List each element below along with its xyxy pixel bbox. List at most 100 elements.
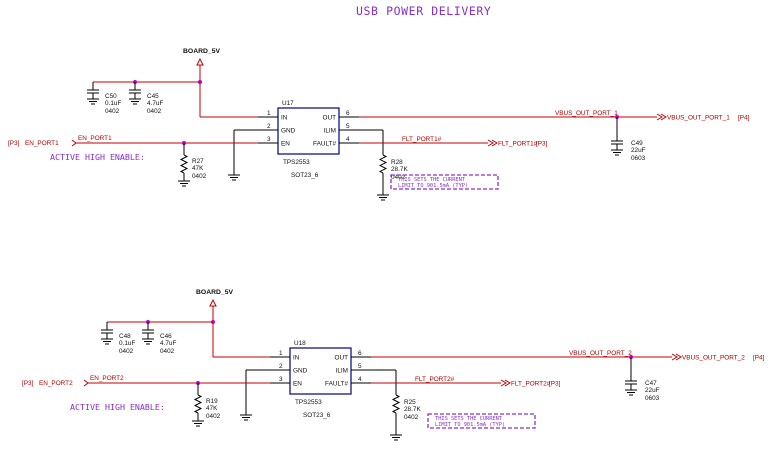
vbus-net-label: VBUS_OUT_PORT_1: [555, 110, 618, 117]
vbus-port-tag: [P4]: [738, 115, 750, 122]
current-limit-note-line-2: LIMIT TO 901.5mA (TYP): [398, 183, 468, 189]
cout-value: 22uF: [631, 147, 646, 154]
supply-arrow-icon: [209, 298, 217, 307]
rpd-zigzag: [193, 394, 203, 414]
rlim-zigzag: [378, 154, 388, 174]
pin-name-right: OUT: [323, 115, 337, 122]
rpd-package: 0402: [206, 413, 221, 420]
supply-arrow-icon: [196, 57, 204, 66]
fault-offpage-chevron-b: [491, 139, 498, 147]
fault-offpage-chevron-a: [500, 379, 507, 387]
current-limit-note-box: [390, 174, 499, 190]
power-switch-section-2: BOARD_5VC480.1uF0402C464.7uF0402U18TPS25…: [22, 289, 765, 441]
ic-body: [277, 107, 340, 155]
rlim-package: 0402: [404, 414, 419, 421]
rpd-package: 0402: [192, 173, 207, 180]
supply-label: BOARD_5V: [183, 48, 220, 55]
cout-package: 0603: [631, 155, 646, 162]
en-net-label: EN_PORT2: [90, 375, 124, 382]
cin2-package: 0402: [147, 108, 162, 115]
rlim-package: 0402: [391, 174, 406, 181]
cin1-value: 0.1uF: [119, 340, 135, 347]
current-limit-note-line-2: LIMIT TO 901.5mA (TYP): [435, 422, 505, 428]
active-high-enable-note: ACTIVE HIGH ENABLE:: [50, 152, 145, 162]
pin-name-left: GND: [293, 368, 308, 375]
fault-offpage-label: FLT_PORT1#: [498, 141, 538, 148]
ic-package: SOT23_6: [291, 172, 319, 179]
fault-offpage-chevron-b: [504, 379, 511, 387]
pin-name-right: FAULT#: [313, 141, 336, 148]
pin-number-left: 3: [279, 376, 283, 383]
ic-body: [289, 347, 352, 395]
cin2-value: 4.7uF: [160, 340, 176, 347]
fault-net-label: FLT_PORT2#: [415, 376, 455, 383]
ic-ref: U17: [282, 100, 294, 107]
pin-number-right: 5: [346, 123, 350, 130]
cin2-ref: C45: [147, 93, 159, 100]
pin-number-left: 3: [267, 136, 271, 143]
pin-name-left: GND: [281, 128, 296, 135]
vbus-offpage-chevron-a: [656, 113, 663, 121]
rlim-value: 28.7K: [404, 406, 421, 413]
current-limit-note-line-1: THIS SETS THE CURRENT: [435, 416, 503, 422]
vbus-net-label: VBUS_OUT_PORT_2: [569, 350, 632, 357]
pin-number-left: 1: [267, 110, 271, 117]
rlim-ref: R25: [404, 399, 416, 406]
pin-number-left: 1: [279, 350, 283, 357]
pin-number-right: 4: [358, 376, 362, 383]
power-switch-section-1: BOARD_5VC500.1uF0402C454.7uF0402U17TPS25…: [8, 48, 750, 201]
cin2-ref: C46: [160, 333, 172, 340]
cout-value: 22uF: [645, 387, 660, 394]
cout-ref: C47: [645, 380, 657, 387]
rpd-value: 47K: [192, 165, 204, 172]
pin-name-right: ILIM: [324, 128, 336, 135]
en-offpage-label: EN_PORT2: [39, 380, 73, 387]
page-title: USB POWER DELIVERY: [356, 4, 491, 18]
pin-name-left: EN: [293, 381, 302, 388]
cin1-package: 0402: [119, 348, 134, 355]
current-limit-note-box: [427, 413, 536, 429]
pin-name-right: FAULT#: [325, 381, 348, 388]
ic-package: SOT23_6: [303, 412, 331, 419]
fault-offpage-chevron-a: [487, 139, 494, 147]
pin-name-left: IN: [293, 355, 300, 362]
pin-number-left: 2: [267, 123, 271, 130]
cin2-package: 0402: [160, 348, 175, 355]
fault-net-label: FLT_PORT1#: [402, 136, 442, 143]
en-offpage-chevron: [83, 379, 89, 387]
cin1-package: 0402: [105, 108, 120, 115]
vbus-offpage-chevron-a: [671, 353, 678, 361]
pin-number-right: 6: [358, 350, 362, 357]
rlim-ref: R28: [391, 159, 403, 166]
en-port-tag: [P3]: [22, 380, 34, 387]
pin-name-right: ILIM: [336, 368, 348, 375]
rlim-value: 28.7K: [391, 166, 408, 173]
rpd-ref: R27: [192, 158, 204, 165]
vbus-offpage-label: VBUS_OUT_PORT_2: [682, 355, 745, 362]
pin-number-right: 5: [358, 363, 362, 370]
active-high-enable-note: ACTIVE HIGH ENABLE:: [70, 402, 165, 412]
vbus-offpage-chevron-b: [660, 113, 667, 121]
cin1-ref: C48: [119, 333, 131, 340]
cin1-value: 0.1uF: [105, 100, 121, 107]
rpd-ref: R19: [206, 398, 218, 405]
cin1-ref: C50: [105, 93, 117, 100]
ic-ref: U18: [294, 340, 306, 347]
vbus-port-tag: [P4]: [753, 355, 765, 362]
cout-ref: C49: [631, 140, 643, 147]
ic-part: TPS2553: [295, 399, 322, 406]
en-offpage-chevron: [71, 139, 77, 147]
cin2-value: 4.7uF: [147, 100, 163, 107]
fault-port-tag: [P3]: [536, 141, 548, 148]
rlim-zigzag: [391, 394, 401, 414]
pin-number-left: 2: [279, 363, 283, 370]
pin-name-left: IN: [281, 115, 288, 122]
en-net-label: EN_PORT1: [78, 135, 112, 142]
supply-label: BOARD_5V: [196, 289, 233, 296]
en-offpage-label: EN_PORT1: [25, 140, 59, 147]
ic-part: TPS2553: [283, 159, 310, 166]
fault-port-tag: [P3]: [549, 381, 561, 388]
pin-number-right: 4: [346, 136, 350, 143]
pin-name-right: OUT: [335, 355, 349, 362]
